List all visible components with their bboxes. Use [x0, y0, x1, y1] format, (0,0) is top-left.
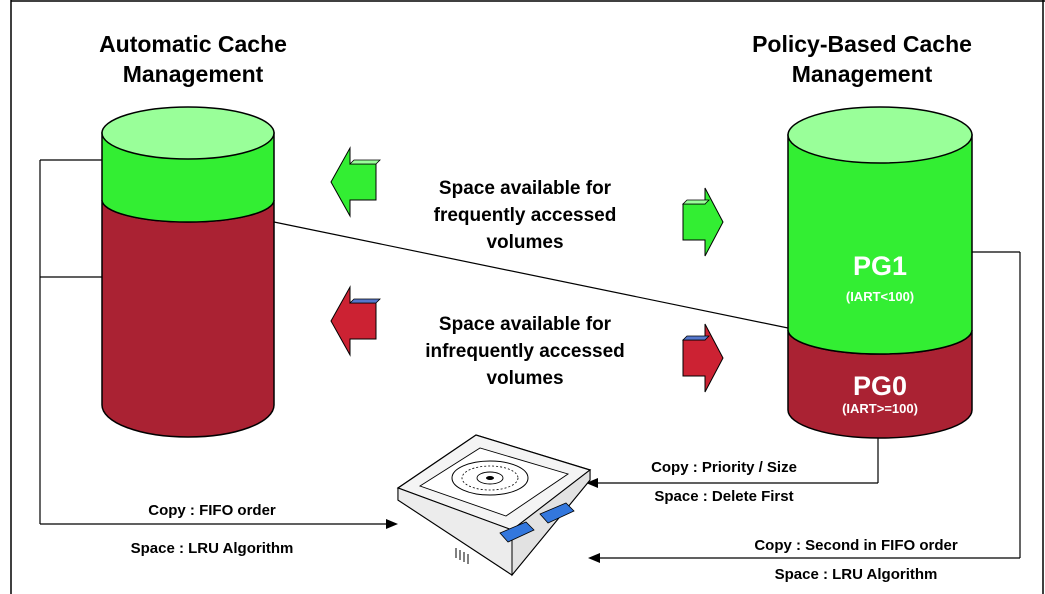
- left-cache-cylinder: [101, 106, 275, 438]
- green-left-arrow-icon: [330, 146, 381, 218]
- pg1-copy-label: Copy : Second in FIFO order: [754, 537, 958, 554]
- frequent-text-line3: volumes: [486, 232, 563, 253]
- right-title-line1: Policy-Based Cache: [752, 31, 972, 57]
- right-cylinder-pg1-section: [787, 134, 973, 355]
- infrequent-text-line2: infrequently accessed: [425, 341, 625, 362]
- pg0-sublabel: (IART>=100): [842, 401, 918, 416]
- right-cylinder-top: [787, 106, 973, 164]
- green-right-arrow-icon: [682, 187, 724, 257]
- pg1-copy-arrow-head: [588, 553, 600, 563]
- pg1-sublabel: (IART<100): [846, 289, 914, 304]
- pg1-connector: [598, 251, 1021, 559]
- frequent-text-line1: Space available for: [439, 178, 612, 199]
- infrequent-text-line3: volumes: [486, 368, 563, 389]
- pg1-label: PG1: [853, 251, 907, 281]
- left-cylinder-top: [101, 106, 275, 160]
- left-title-line1: Automatic Cache: [99, 31, 287, 57]
- boundary-connector-line: [273, 221, 789, 329]
- tape-cartridge-icon: [396, 434, 592, 577]
- left-title-line2: Management: [123, 61, 264, 87]
- left-space-label: Space : LRU Algorithm: [131, 540, 294, 557]
- pg0-connector: [596, 438, 879, 484]
- red-left-arrow-icon: [330, 285, 381, 357]
- frequent-text-line2: frequently accessed: [434, 205, 617, 226]
- pg0-copy-arrow-head: [586, 478, 598, 488]
- right-title-line2: Management: [792, 61, 933, 87]
- pg1-space-label: Space : LRU Algorithm: [775, 566, 938, 583]
- pg0-space-label: Space : Delete First: [654, 488, 793, 505]
- infrequent-text-line1: Space available for: [439, 314, 612, 335]
- right-cache-cylinder: [787, 106, 973, 439]
- left-bracket: [39, 159, 388, 525]
- left-cylinder-red-section: [101, 199, 275, 438]
- pg0-label: PG0: [853, 371, 907, 401]
- red-right-arrow-icon: [682, 323, 724, 393]
- left-copy-label: Copy : FIFO order: [148, 502, 276, 519]
- pg0-copy-label: Copy : Priority / Size: [651, 459, 797, 476]
- left-copy-arrow-head: [386, 519, 398, 529]
